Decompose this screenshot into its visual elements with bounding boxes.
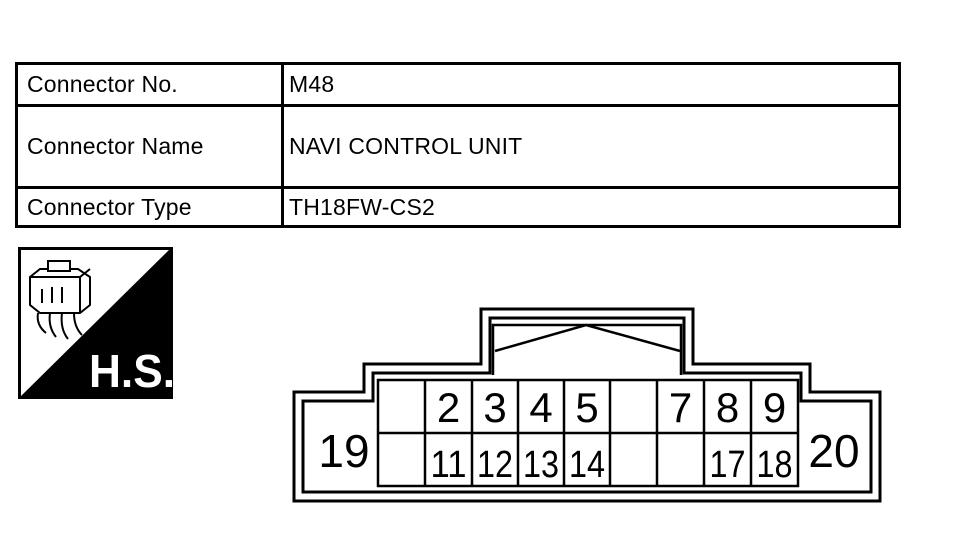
pin-7: 7 (669, 384, 692, 431)
connector-name-label: Connector Name (27, 133, 204, 159)
pin-13: 13 (523, 444, 559, 486)
pin-8: 8 (716, 384, 739, 431)
pin-12: 12 (477, 444, 513, 486)
pin-17: 17 (710, 444, 746, 486)
pin-20: 20 (808, 425, 859, 477)
column-divider (281, 189, 284, 225)
pin-5: 5 (575, 384, 598, 431)
row-connector-no: Connector No. M48 (18, 65, 898, 107)
pin-11: 11 (431, 444, 467, 486)
connector-harness-side-icon (29, 260, 91, 340)
pin-2: 2 (437, 384, 460, 431)
pin-4: 4 (529, 384, 552, 431)
connector-type-label: Connector Type (27, 193, 192, 220)
connector-type-value: TH18FW-CS2 (289, 193, 435, 220)
pin-3: 3 (483, 384, 506, 431)
pin-18: 18 (757, 444, 793, 486)
column-divider (281, 107, 284, 186)
connector-housing (292, 307, 882, 503)
column-divider (281, 65, 284, 104)
connector-name-value: NAVI CONTROL UNIT (289, 133, 523, 159)
row-connector-type: Connector Type TH18FW-CS2 (18, 189, 898, 225)
connector-no-value: M48 (289, 71, 335, 97)
pin-19: 19 (318, 425, 369, 477)
connector-info-table: Connector No. M48 Connector Name NAVI CO… (15, 62, 901, 228)
pin-9: 9 (763, 384, 786, 431)
connector-no-label: Connector No. (27, 71, 178, 97)
pin-14: 14 (569, 444, 605, 486)
row-connector-name: Connector Name NAVI CONTROL UNIT (18, 107, 898, 189)
harness-side-badge: H.S. (18, 247, 173, 399)
badge-label: H.S. (89, 345, 173, 397)
